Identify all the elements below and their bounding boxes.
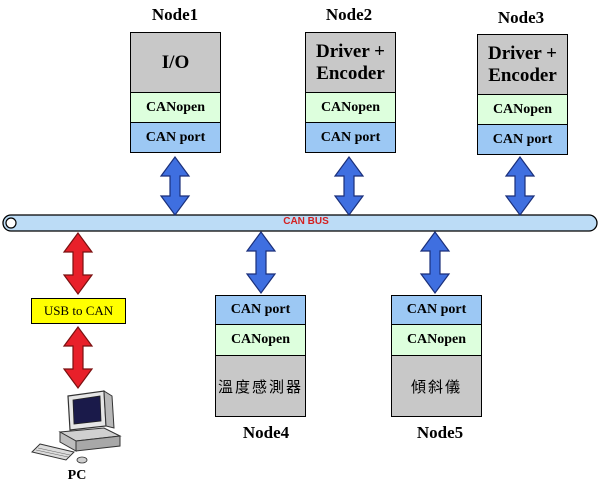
node1-can-port: CAN port: [131, 123, 220, 152]
node4-bus-arrow: [245, 230, 277, 295]
node1-canopen: CANopen: [131, 93, 220, 123]
node5-function: 傾斜儀: [392, 356, 481, 416]
node3-box: Driver + Encoder CANopen CAN port: [477, 34, 568, 155]
node2-title: Node2: [325, 5, 373, 24]
node2-function-line2: Encoder: [316, 62, 385, 84]
node4-function: 溫度感測器: [216, 356, 305, 416]
node2-box: Driver + Encoder CANopen CAN port: [305, 32, 396, 153]
node4-box: CAN port CANopen 溫度感測器: [215, 295, 306, 417]
node3-function-line1: Driver +: [487, 42, 558, 64]
can-bus-label: CAN BUS: [283, 216, 329, 227]
node5-box: CAN port CANopen 傾斜儀: [391, 295, 482, 417]
node2-function: Driver + Encoder: [306, 33, 395, 93]
node1-function: I/O: [131, 33, 220, 93]
adapter-pc-arrow: [62, 325, 94, 390]
usb-to-can-adapter: USB to CAN: [31, 298, 126, 324]
node2-canopen: CANopen: [306, 93, 395, 123]
node2-bus-arrow: [333, 155, 365, 217]
node3-function: Driver + Encoder: [478, 35, 567, 95]
node4-canopen: CANopen: [216, 325, 305, 356]
node3-canopen: CANopen: [478, 95, 567, 125]
can-bus-end-cap: [5, 217, 17, 229]
node5-canopen: CANopen: [392, 325, 481, 356]
node5-bus-arrow: [419, 230, 451, 295]
node3-bus-arrow: [504, 155, 536, 217]
node3-title: Node3: [497, 8, 545, 27]
node3-function-line2: Encoder: [488, 64, 557, 86]
pc-icon: [31, 390, 122, 464]
node5-can-port: CAN port: [392, 296, 481, 325]
node5-title: Node5: [416, 423, 464, 442]
adapter-bus-arrow: [62, 231, 94, 296]
node1-bus-arrow: [159, 155, 191, 217]
node2-function-line1: Driver +: [315, 40, 386, 62]
node3-can-port: CAN port: [478, 125, 567, 154]
node1-title: Node1: [151, 5, 199, 24]
node4-can-port: CAN port: [216, 296, 305, 325]
can-bus-bar: [2, 214, 598, 232]
node1-box: I/O CANopen CAN port: [130, 32, 221, 153]
node4-title: Node4: [242, 423, 290, 442]
pc-label: PC: [67, 468, 87, 483]
node2-can-port: CAN port: [306, 123, 395, 152]
